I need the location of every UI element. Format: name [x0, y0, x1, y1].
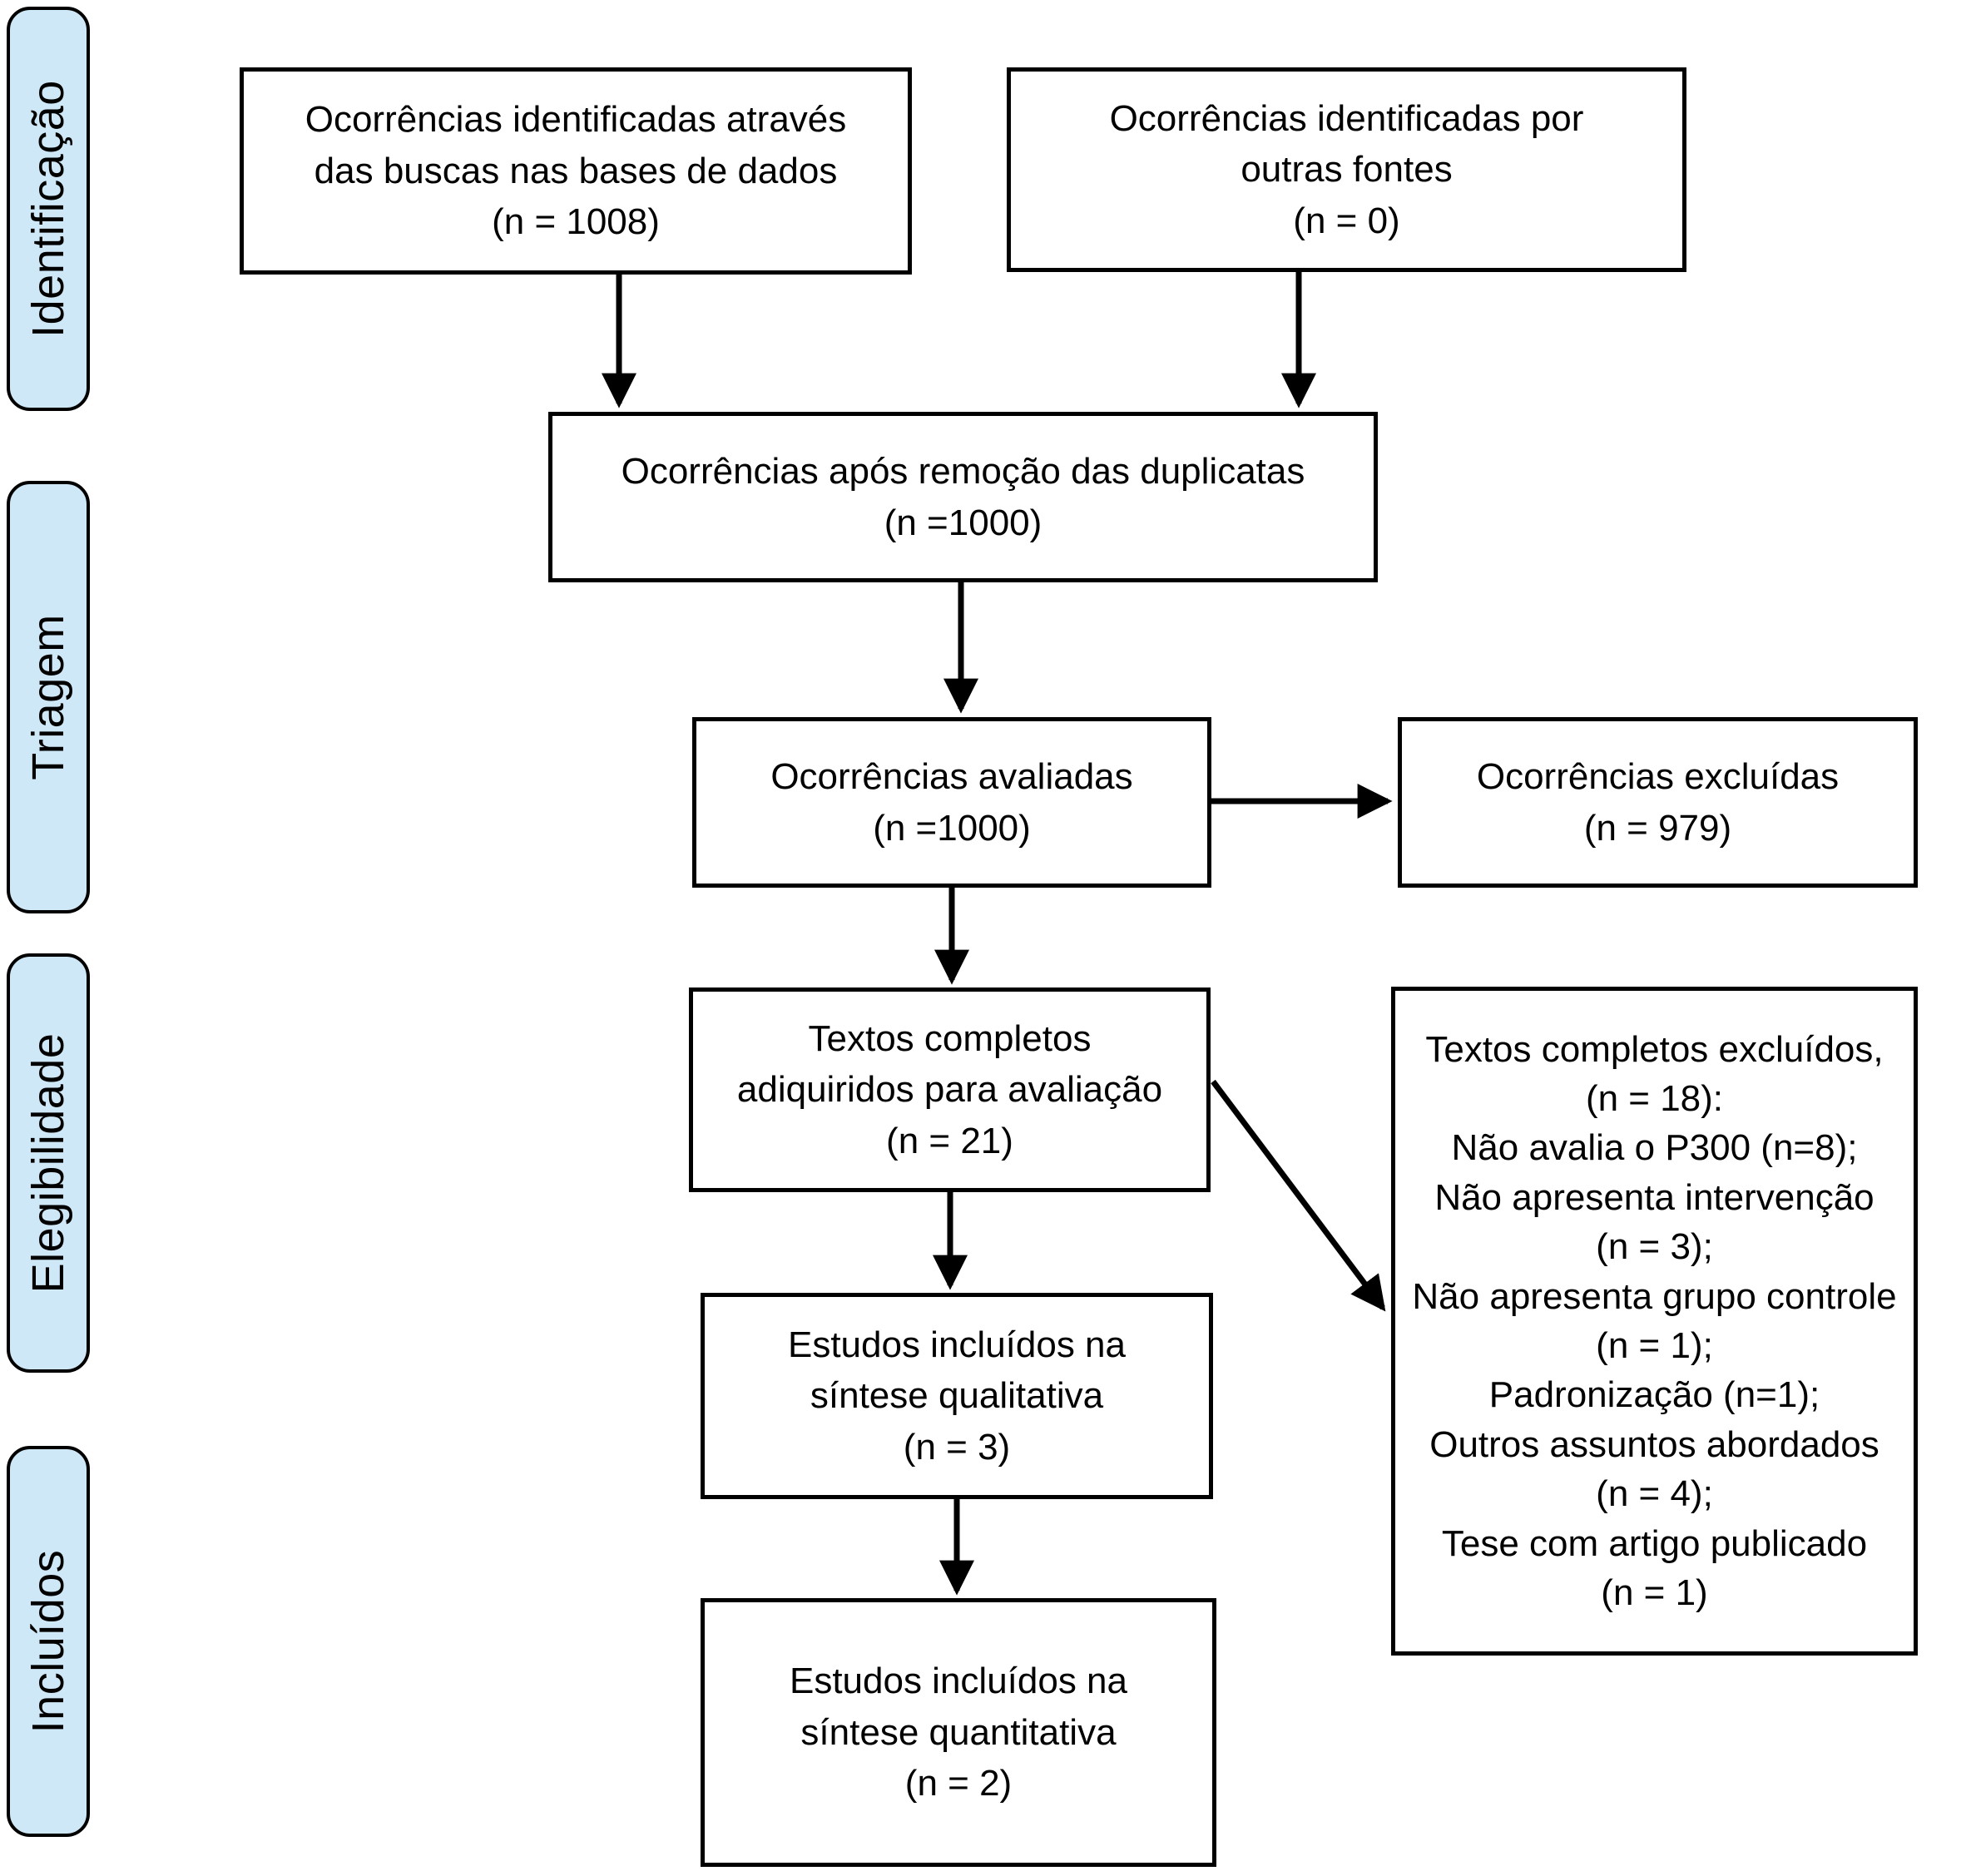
box-after-duplicates-removed: Ocorrências após remoção das duplicatas …	[548, 412, 1378, 582]
box-records-excluded: Ocorrências excluídas (n = 979)	[1398, 717, 1918, 888]
stage-elegibilidade-label: Elegibilidade	[23, 1032, 73, 1294]
stage-elegibilidade: Elegibilidade	[7, 953, 90, 1373]
box-records-excluded-text: Ocorrências excluídas (n = 979)	[1476, 755, 1840, 849]
box-after-duplicates-removed-text: Ocorrências após remoção das duplicatas …	[621, 450, 1305, 543]
box-fulltext-assessed: Textos completos adiquiridos para avalia…	[689, 987, 1211, 1192]
box-identified-other-sources: Ocorrências identificadas por outras fon…	[1007, 67, 1686, 272]
box-fulltext-excluded-text: Textos completos excluídos, (n = 18): Nã…	[1412, 1028, 1897, 1613]
arrow-fulltext-to-fulltext-excluded	[1211, 1079, 1386, 1312]
box-identified-other-sources-text: Ocorrências identificadas por outras fon…	[1109, 97, 1584, 241]
box-qualitative-synthesis: Estudos incluídos na síntese qualitativa…	[701, 1293, 1213, 1499]
box-fulltext-assessed-text: Textos completos adiquiridos para avalia…	[736, 1017, 1163, 1161]
stage-incluidos: Incluídos	[7, 1446, 90, 1837]
box-qualitative-synthesis-text: Estudos incluídos na síntese qualitativa…	[787, 1324, 1127, 1468]
box-identified-databases: Ocorrências identificadas através das bu…	[240, 67, 912, 275]
stage-incluidos-label: Incluídos	[23, 1549, 73, 1734]
box-fulltext-excluded: Textos completos excluídos, (n = 18): Nã…	[1391, 987, 1918, 1656]
stage-identificacao: Identificação	[7, 7, 90, 411]
stage-identificacao-label: Identificação	[23, 80, 73, 338]
stage-triagem-label: Triagem	[23, 614, 73, 780]
box-quantitative-synthesis: Estudos incluídos na síntese quantitativ…	[701, 1598, 1216, 1867]
box-quantitative-synthesis-text: Estudos incluídos na síntese quantitativ…	[789, 1661, 1128, 1804]
box-records-screened-text: Ocorrências avaliadas (n =1000)	[770, 755, 1133, 849]
box-identified-databases-text: Ocorrências identificadas através das bu…	[305, 99, 847, 243]
stage-triagem: Triagem	[7, 481, 90, 913]
box-records-screened: Ocorrências avaliadas (n =1000)	[692, 717, 1211, 888]
